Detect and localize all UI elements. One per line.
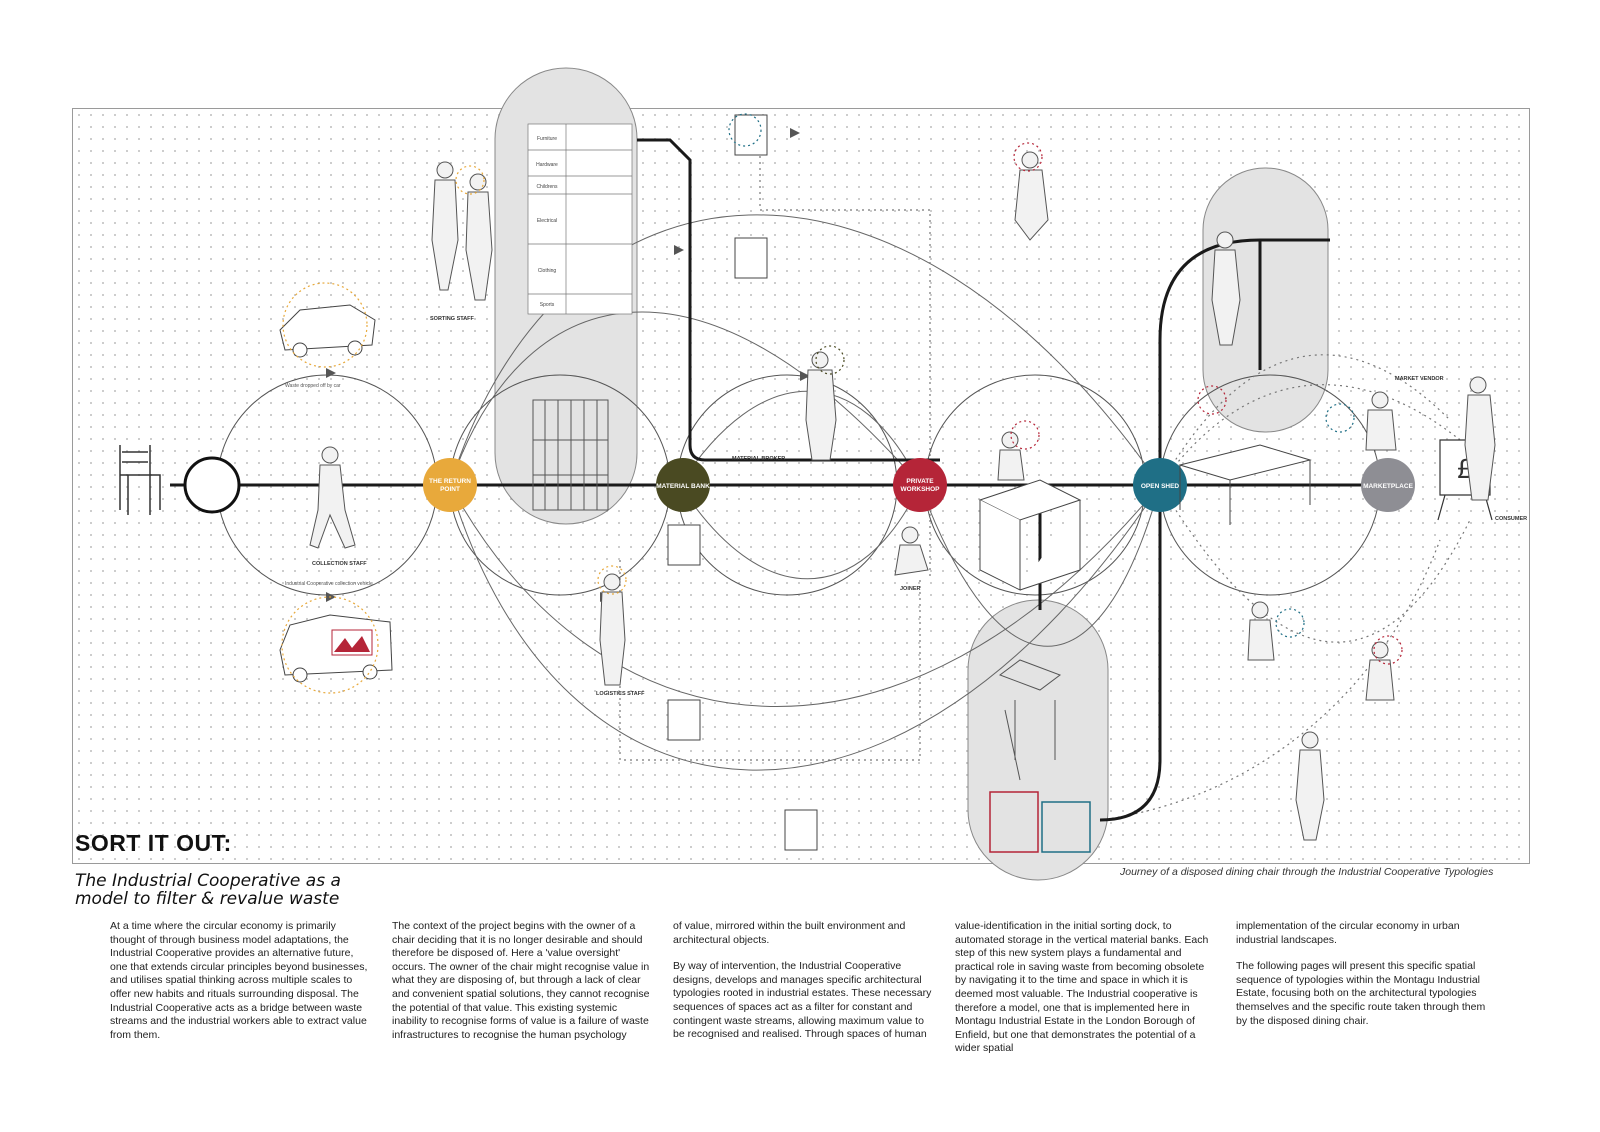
dropped-annotation: Waste dropped off by car xyxy=(285,383,341,389)
joiner-label: JOINER xyxy=(900,586,921,592)
dining-chair-icon xyxy=(119,445,161,515)
workbench-icon xyxy=(978,479,1082,591)
body-column-1: At a time where the circular economy is … xyxy=(110,920,372,1055)
start-node xyxy=(183,456,241,514)
dotted-route-3 xyxy=(1159,484,1471,643)
category-electrical: Electrical xyxy=(537,218,557,224)
body-paragraph: The context of the project begins with t… xyxy=(392,920,650,1041)
body-paragraph: value-identification in the initial sort… xyxy=(955,920,1209,1055)
category-hardware: Hardware xyxy=(536,162,558,168)
parts-storage-red xyxy=(989,791,1039,853)
material-broker-label: MATERIAL BROKER xyxy=(732,456,785,462)
page-title: SORT IT OUT: xyxy=(75,830,232,856)
highlight-ring xyxy=(1275,608,1305,638)
body-paragraph: At a time where the circular economy is … xyxy=(110,920,368,1041)
flow-arc-7 xyxy=(919,484,1161,647)
open-shed-capsule xyxy=(1202,167,1329,433)
flow-arc-3 xyxy=(449,484,1161,708)
arrow-head xyxy=(326,368,336,378)
highlight-ring xyxy=(1197,385,1227,415)
open-shed-node xyxy=(1133,458,1187,512)
highlight-ring xyxy=(1325,403,1355,433)
logistics-staff-label: LOGISTICS STAFF xyxy=(596,691,645,697)
body-column-3: of value, mirrored within the built envi… xyxy=(673,920,935,1055)
business-plan-document xyxy=(734,114,768,156)
open-shed-label: OPEN SHED xyxy=(1141,483,1180,490)
dotted-route-6 xyxy=(619,560,921,761)
business-plan-document xyxy=(667,699,701,741)
workshop-worker-figure xyxy=(997,151,1049,481)
dotted-route-5 xyxy=(759,150,931,580)
category-clothing: Clothing xyxy=(538,268,557,274)
flow-arc-2 xyxy=(449,214,1161,486)
highlight-ring xyxy=(1373,635,1403,665)
material-bank-node xyxy=(656,458,710,512)
highlight-ring xyxy=(455,165,485,195)
body-column-5: implementation of the circular economy i… xyxy=(1236,920,1498,1041)
market-vendor-label: MARKET VENDOR xyxy=(1395,376,1444,382)
highlight-ring xyxy=(597,565,627,595)
collection-staff-label: COLLECTION STAFF xyxy=(312,561,367,567)
highlight-ring xyxy=(815,345,845,375)
shed-up-line xyxy=(1158,238,1330,485)
marketplace-node xyxy=(1361,458,1415,512)
chair-parts-icon xyxy=(998,659,1062,781)
car-highlight-ring xyxy=(282,282,368,368)
marketplace-label: MARKETPLACE xyxy=(1363,483,1413,490)
vertical-bank-capsule xyxy=(967,599,1109,881)
van-highlight-ring xyxy=(281,596,379,694)
body-paragraph: implementation of the circular economy i… xyxy=(1236,920,1460,946)
waste-sorting-table xyxy=(527,123,633,315)
sorting-staff-figure xyxy=(431,161,493,301)
consumer-figure xyxy=(1464,376,1496,501)
flow-arc-6 xyxy=(679,484,921,580)
joiner-figure xyxy=(894,526,929,576)
consumer-label: CONSUMER xyxy=(1495,516,1527,522)
material-bank-document xyxy=(667,524,701,566)
body-column-2: The context of the project begins with t… xyxy=(392,920,654,1055)
storage-cage-icon xyxy=(532,399,609,511)
dotted-route-1 xyxy=(1159,354,1451,486)
flow-arc-5 xyxy=(679,390,921,486)
shed-down-line xyxy=(1099,485,1162,822)
business-plan-document xyxy=(734,237,768,279)
body-paragraph: of value, mirrored within the built envi… xyxy=(673,920,906,946)
business-plan-document xyxy=(784,809,818,851)
collection-annotation: Industrial Cooperative collection vehicl… xyxy=(285,581,373,587)
market-table-icon xyxy=(1178,444,1312,525)
material-broker-figure xyxy=(805,351,837,461)
car-icon xyxy=(279,304,376,358)
page-subtitle: The Industrial Cooperative as a model to… xyxy=(75,871,341,909)
return-point-node xyxy=(423,458,477,512)
highlight-ring xyxy=(1010,420,1040,450)
arrow-head xyxy=(790,128,800,138)
market-vendor-figure xyxy=(1365,391,1397,451)
sorting-staff-label: SORTING STAFF xyxy=(430,316,475,322)
open-shed-visitors-figures xyxy=(1211,231,1395,841)
sorting-to-bank-line xyxy=(637,138,940,462)
arrow-head xyxy=(800,371,810,381)
category-furniture: Furniture xyxy=(537,136,557,142)
body-paragraph: By way of intervention, the Industrial C… xyxy=(673,960,932,1041)
collection-van-icon xyxy=(279,614,393,683)
parts-storage-blue xyxy=(1041,801,1091,853)
arrow-head xyxy=(674,245,684,255)
category-childrens: Childrens xyxy=(536,184,558,190)
flow-arc-4 xyxy=(449,484,1161,771)
body-paragraph: The following pages will present this sp… xyxy=(1236,960,1486,1027)
dotted-route-2 xyxy=(1159,384,1461,486)
material-bank-label: MATERIAL BANK xyxy=(656,483,710,490)
highlight-ring xyxy=(728,113,762,147)
diagram-caption: Journey of a disposed dining chair throu… xyxy=(1120,866,1494,878)
collection-staff-figure xyxy=(309,446,356,549)
logistics-staff-figure xyxy=(599,573,626,686)
category-sports: Sports xyxy=(540,302,555,308)
highlight-ring xyxy=(1013,142,1043,172)
body-column-4: value-identification in the initial sort… xyxy=(955,920,1217,1069)
private-workshop-node xyxy=(893,458,947,512)
